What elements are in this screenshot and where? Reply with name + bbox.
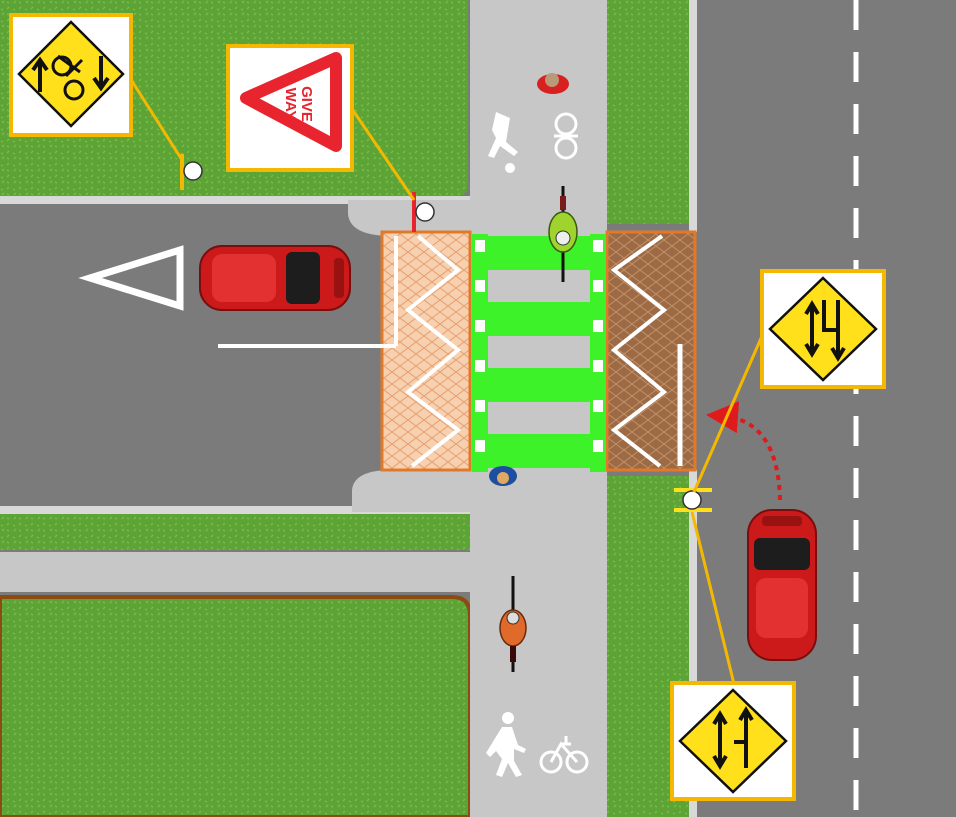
grass-right-top: [607, 0, 690, 224]
turn-arrow: [706, 401, 782, 501]
kerb-top: [0, 196, 470, 204]
give-way-text-line2: WAY: [282, 88, 299, 121]
grass-bottom-left: [0, 595, 472, 817]
two-way-cycle-path-warning-icon: [9, 13, 133, 137]
zigzag-right: [610, 234, 668, 468]
footpath-horizontal: [0, 552, 478, 592]
post-give-way: [412, 192, 435, 232]
zigzag-left: [404, 234, 462, 468]
give-way-text-line1: GIVE: [298, 86, 315, 122]
corner-island-top: [348, 200, 470, 236]
car-left-road: [199, 245, 351, 311]
give-way-sign: GIVE WAY: [226, 44, 354, 172]
kerb-right-bottom: [689, 470, 697, 817]
pedestrian-symbol-bottom: [486, 712, 526, 777]
two-way-path-crossing-warning-icon: [760, 269, 886, 389]
car-right-road: [747, 509, 817, 661]
callout-line-give-way: [348, 105, 416, 201]
cyclist-green: [548, 186, 578, 282]
cycle-crossing: [472, 234, 606, 472]
kerb-right-top: [689, 0, 697, 232]
pedestrian-symbol-top: [488, 112, 518, 173]
bicycle-symbol-bottom: [539, 736, 589, 774]
bicycle-symbol-top: [554, 112, 578, 160]
give-way-triangle-marking: [78, 245, 184, 311]
callout-line-right-sign: [692, 335, 764, 493]
two-way-path-crossing-warning-icon: [670, 681, 796, 801]
corner-island-bottom: [352, 470, 476, 512]
kerb-bottom: [0, 506, 470, 514]
pedestrian-red: [537, 73, 569, 94]
pedestrian-blue: [489, 466, 517, 486]
post-right-signs: [674, 488, 712, 512]
callout-line-cycle-sign: [128, 77, 184, 161]
grass-median: [0, 514, 470, 550]
cyclist-orange: [499, 576, 527, 672]
callout-line-bottom-sign: [690, 511, 736, 685]
